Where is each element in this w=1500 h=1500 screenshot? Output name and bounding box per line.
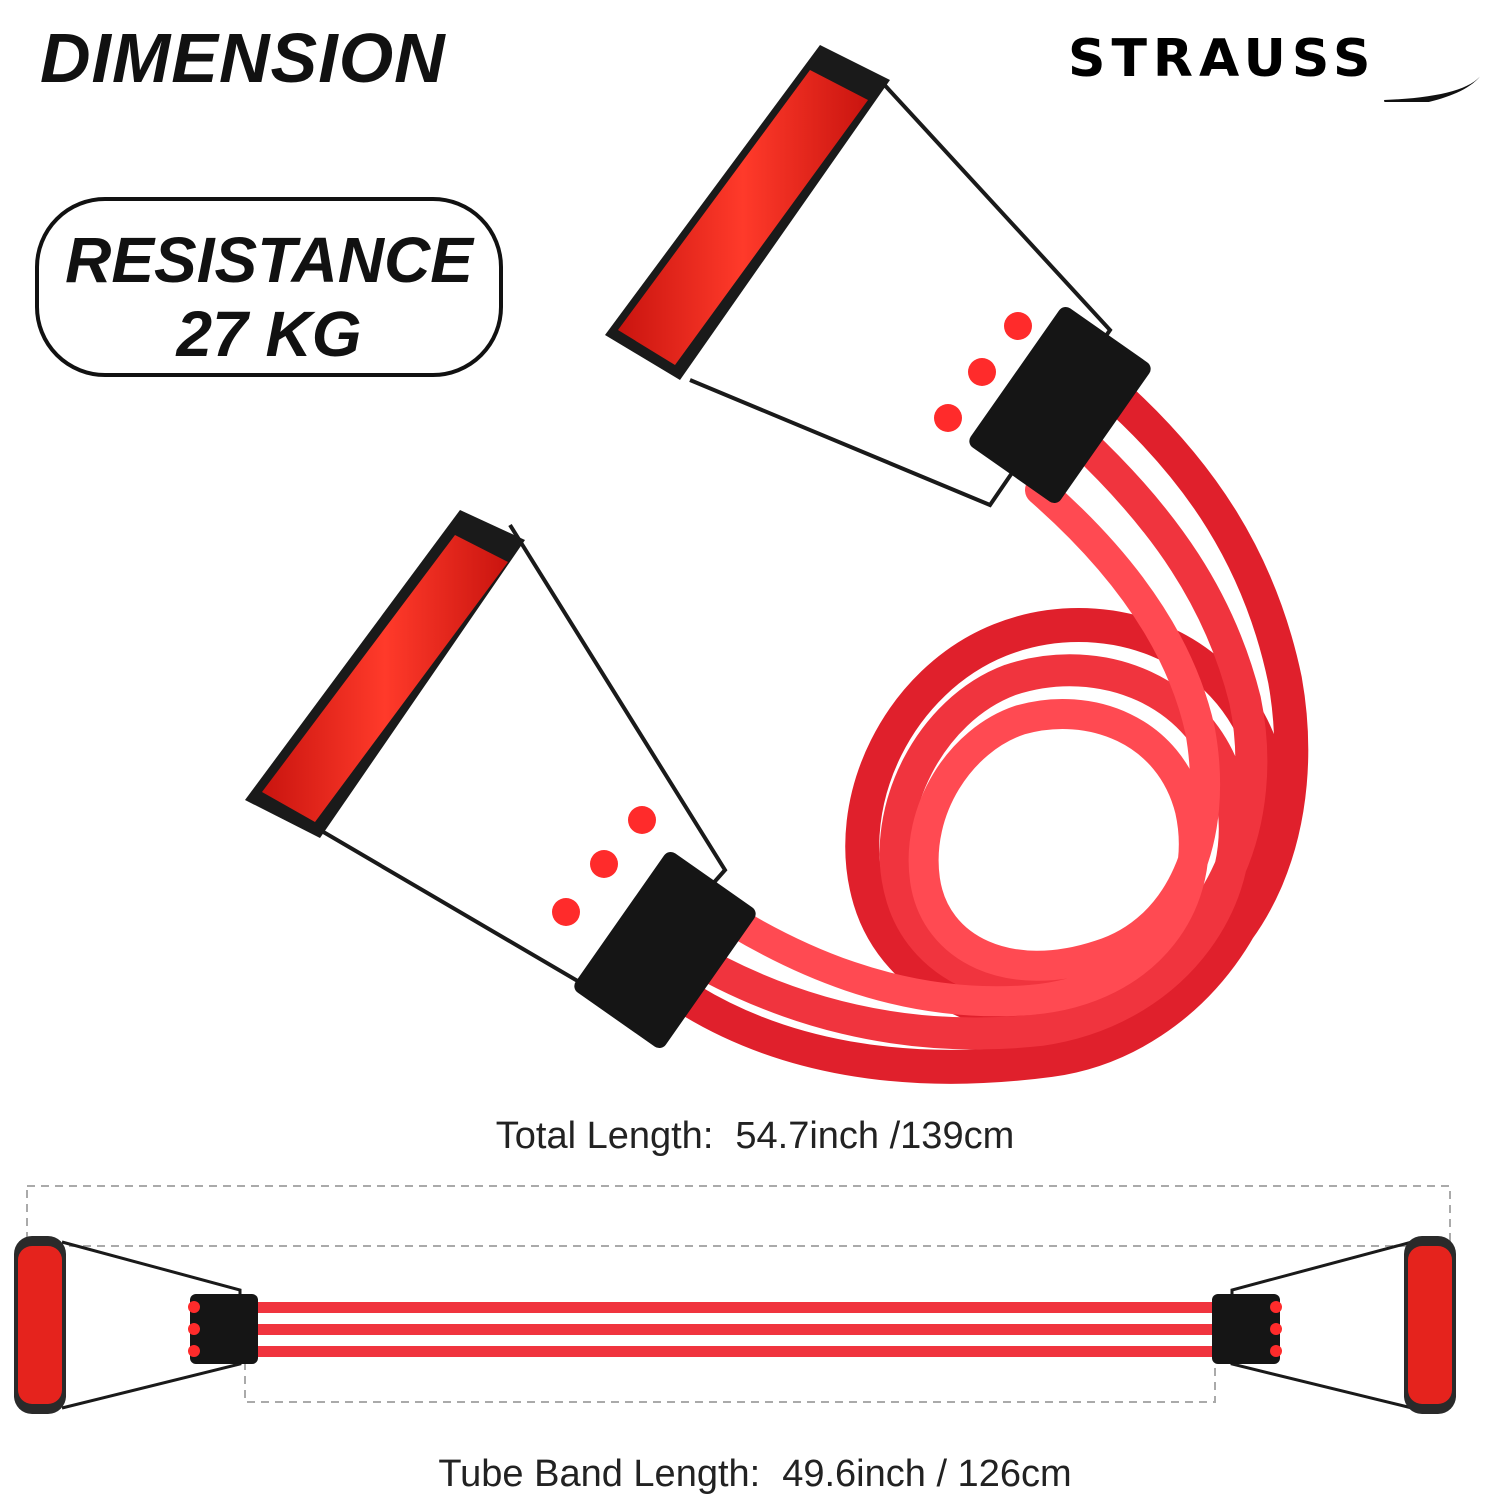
- tube-length-text: Tube Band Length:49.6inch / 126cm: [0, 1453, 1500, 1496]
- total-length-label: Total Length: [495, 1115, 703, 1157]
- total-length-value: 54.7inch /139cm: [735, 1115, 1015, 1157]
- upper-handle: [605, 45, 1151, 508]
- resistance-band-illustration: [245, 45, 1309, 1084]
- lower-handle: [245, 510, 756, 1049]
- badge-line-1: RESISTANCE: [65, 224, 473, 296]
- logo-swoosh-icon: [1384, 74, 1482, 102]
- straight-band-diagram: [14, 1185, 1456, 1414]
- brand-logo: STRAUSS: [1068, 29, 1482, 102]
- badge-line-2: 27 KG: [176, 298, 362, 370]
- page-title: DIMENSION: [40, 19, 446, 97]
- total-length-text: Total Length:54.7inch /139cm: [0, 1115, 1500, 1158]
- total-length-guide: [26, 1185, 1451, 1247]
- brand-name: STRAUSS: [1068, 29, 1376, 89]
- tube-length-label: Tube Band Length: [438, 1453, 750, 1495]
- left-handle: [14, 1236, 258, 1414]
- right-handle: [1212, 1236, 1456, 1414]
- tube-length-guide: [244, 1329, 1216, 1403]
- tubes-coil: [664, 373, 1309, 1084]
- tube-length-separator: :: [749, 1453, 761, 1495]
- total-length-separator: :: [702, 1115, 714, 1157]
- lower-tube-caps: [552, 806, 656, 926]
- straight-tubes: [245, 1302, 1220, 1357]
- upper-tube-caps: [934, 312, 1032, 432]
- resistance-badge: RESISTANCE 27 KG: [35, 197, 503, 377]
- tube-length-value: 49.6inch / 126cm: [782, 1453, 1072, 1495]
